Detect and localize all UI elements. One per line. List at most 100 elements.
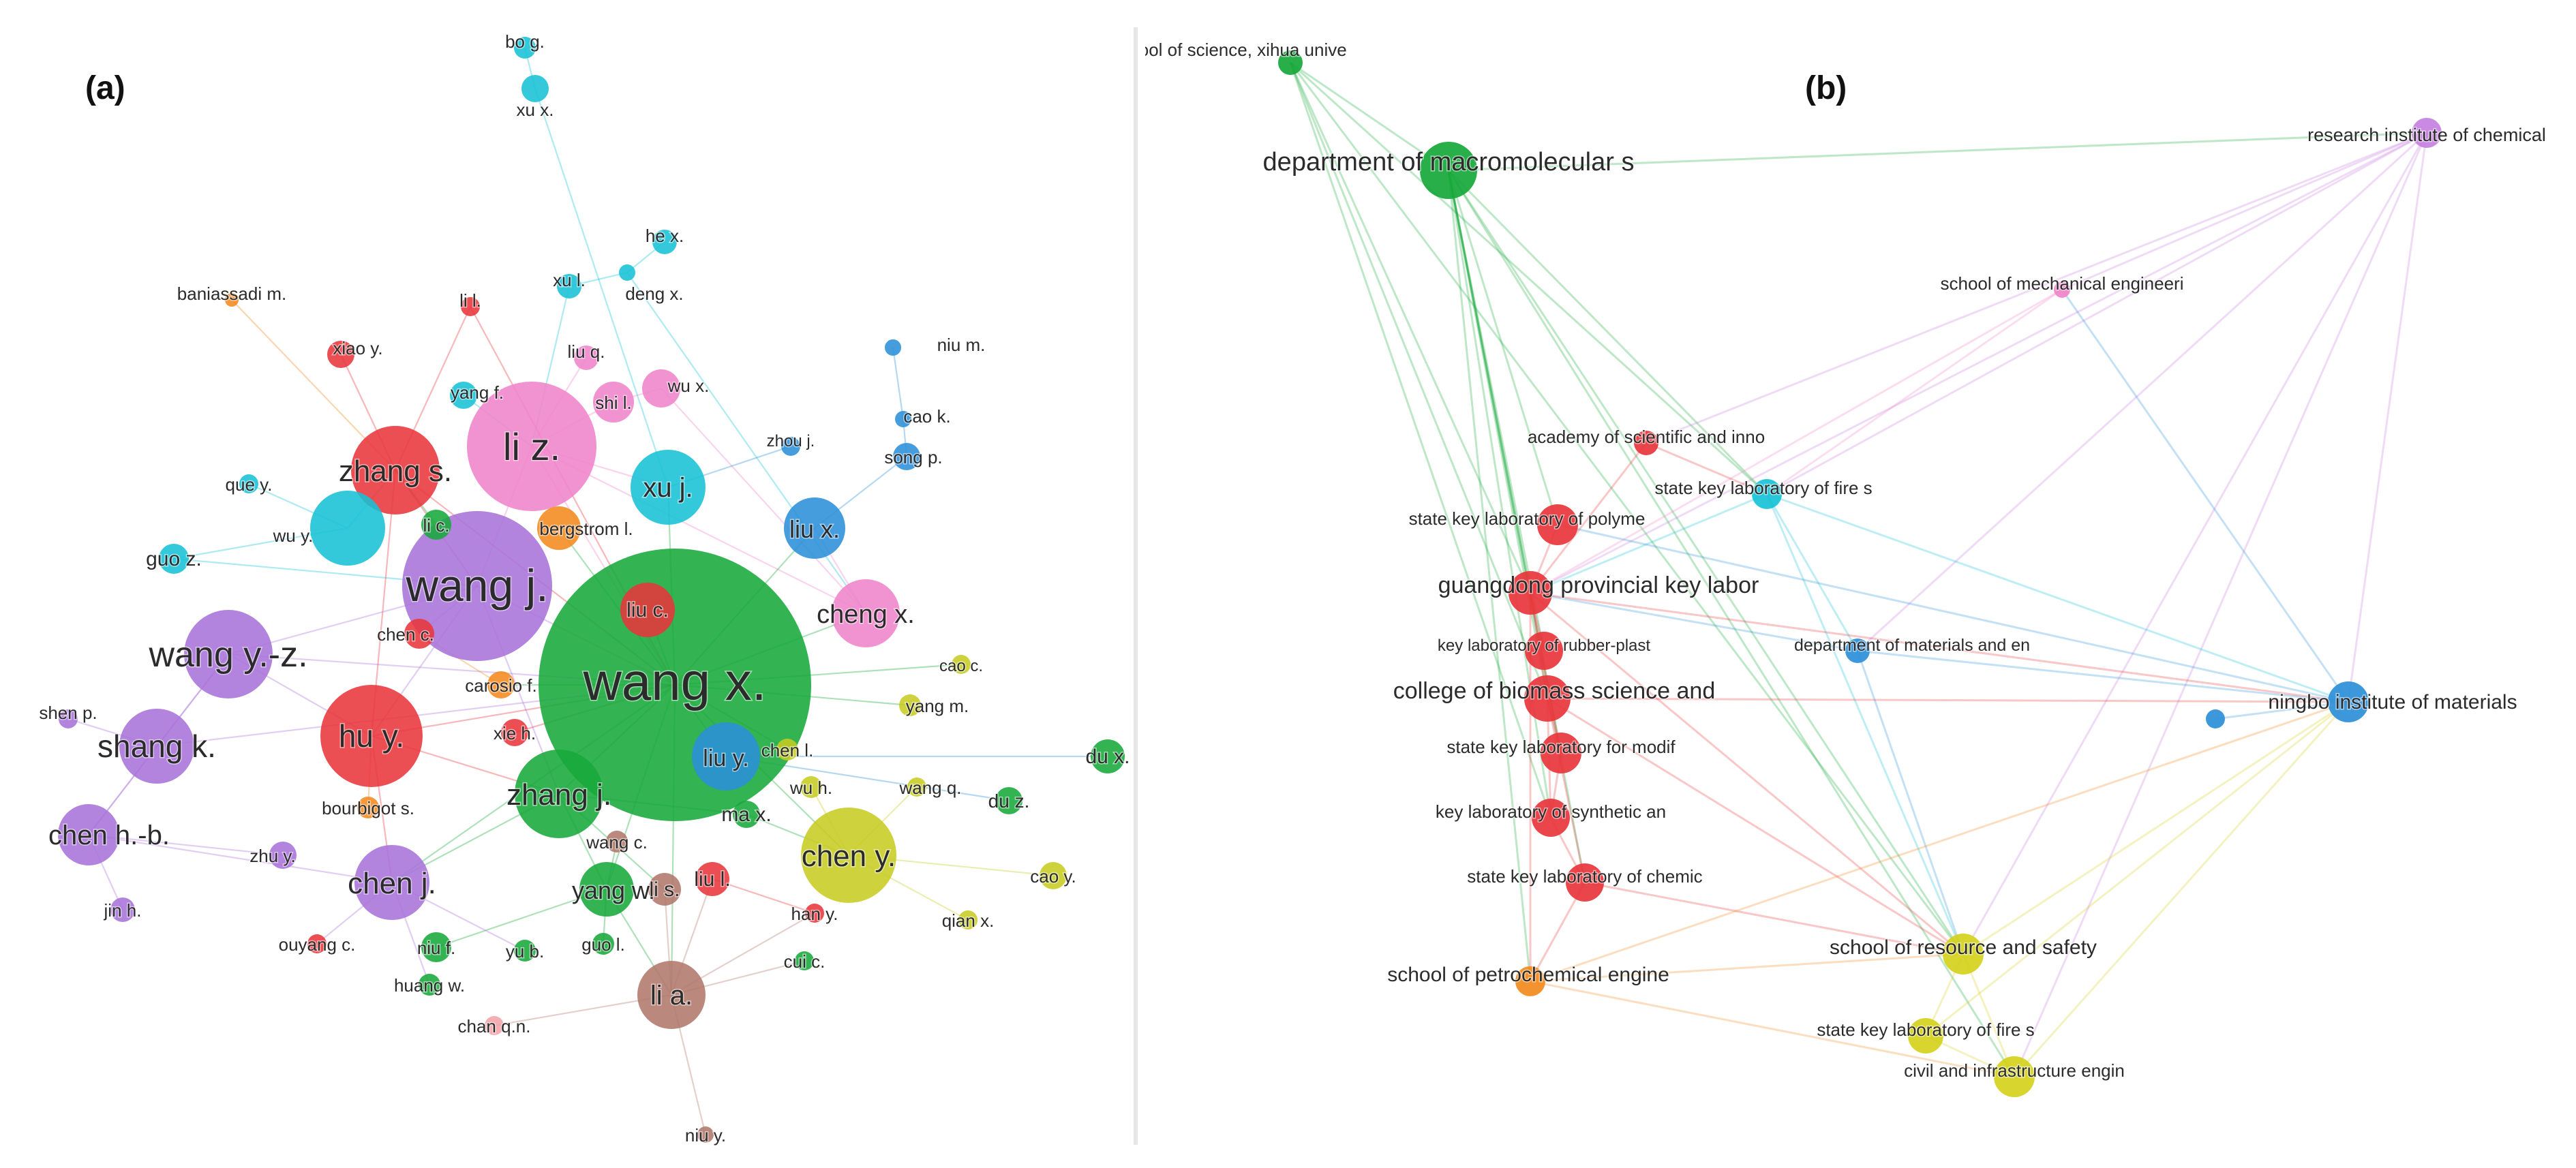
edge-chemic-resource: [1584, 881, 1964, 955]
node-que-y[interactable]: [239, 474, 258, 493]
node-mat[interactable]: [1845, 639, 1870, 663]
node-mech[interactable]: [2054, 281, 2070, 298]
node-synth[interactable]: [1532, 799, 1570, 837]
node-wu-h[interactable]: [800, 776, 822, 798]
node-liu-y[interactable]: [692, 722, 760, 790]
node-zhang-s[interactable]: [351, 426, 440, 514]
node-chen-y[interactable]: [801, 808, 896, 903]
node-chen-j[interactable]: [354, 845, 429, 920]
node-cao-c[interactable]: [952, 655, 971, 674]
node-chen-h-b[interactable]: [58, 804, 119, 865]
node-yang-m[interactable]: [899, 694, 921, 716]
node-cheng-x[interactable]: [832, 579, 900, 647]
node-resource[interactable]: [1943, 934, 1984, 974]
node-zhang-j[interactable]: [515, 750, 603, 838]
node-niu-m[interactable]: [885, 339, 901, 356]
node-yang-w[interactable]: [579, 862, 634, 917]
node-petro[interactable]: [1515, 966, 1545, 996]
node-label-wang-q: wang q.: [898, 778, 961, 798]
node-he-x[interactable]: [652, 230, 677, 254]
node-guo-z[interactable]: [159, 544, 189, 574]
node-li-z[interactable]: [467, 382, 596, 511]
node-cao-y[interactable]: [1040, 862, 1067, 889]
node-wang-q[interactable]: [907, 778, 926, 797]
node-han-y[interactable]: [805, 904, 824, 923]
node-li-c[interactable]: [421, 510, 451, 540]
node-deng-x[interactable]: [619, 264, 635, 281]
node-xu-j[interactable]: [631, 450, 706, 525]
node-liu-q[interactable]: [574, 345, 598, 370]
node-bo-g[interactable]: [514, 37, 536, 59]
node-zhu-y[interactable]: [269, 842, 297, 869]
node-liu-x[interactable]: [784, 497, 845, 559]
panel-label-b: (b): [1805, 70, 1847, 106]
node-modif[interactable]: [1541, 733, 1581, 773]
node-hu-y[interactable]: [320, 685, 423, 787]
node-acad[interactable]: [1634, 431, 1658, 455]
edge-mech-guang: [1530, 288, 2063, 594]
node-li-s[interactable]: [648, 873, 681, 906]
node-rubber[interactable]: [1525, 632, 1563, 670]
node-xie-h[interactable]: [501, 719, 528, 746]
node-qian-x[interactable]: [958, 910, 978, 929]
node-du-x[interactable]: [1091, 739, 1125, 773]
node-label-qian-x: qian x.: [942, 910, 995, 931]
node-biomass[interactable]: [1524, 675, 1571, 722]
node-song-p[interactable]: [893, 443, 920, 470]
node-label-rubber: key laboratory of rubber-plast: [1438, 636, 1650, 655]
node-niu-f[interactable]: [421, 932, 451, 962]
node-yang-f[interactable]: [450, 382, 477, 409]
edge-ric-mech: [2061, 132, 2427, 291]
node-label-chemic: state key laboratory of chemic: [1467, 866, 1702, 887]
node-ma-x[interactable]: [733, 801, 760, 828]
node-fire2[interactable]: [1908, 1018, 1943, 1054]
node-liu-c[interactable]: [620, 583, 675, 637]
node-ric[interactable]: [2412, 118, 2442, 148]
node-yu-b[interactable]: [514, 940, 536, 962]
node-sci[interactable]: [1278, 50, 1303, 75]
node-chen-l[interactable]: [776, 739, 798, 760]
node-label-li-s: li s.: [650, 878, 680, 901]
node-wu-y[interactable]: [310, 491, 385, 566]
node-guang[interactable]: [1509, 571, 1552, 615]
node-polyme[interactable]: [1537, 504, 1578, 545]
edge-sci-resource: [1289, 62, 1965, 955]
node-bergstrom-l[interactable]: [537, 506, 581, 550]
edge-ningbo-mech: [2061, 289, 2350, 703]
node-jin-h[interactable]: [110, 897, 135, 922]
node-label-cao-k: cao k.: [903, 406, 950, 427]
node-chemic[interactable]: [1566, 863, 1604, 902]
node-shang-k[interactable]: [119, 709, 194, 784]
node-wu-x[interactable]: [642, 369, 680, 408]
node-li-a[interactable]: [637, 961, 706, 1029]
node-cao-k[interactable]: [895, 411, 911, 427]
node-huang-w[interactable]: [419, 974, 440, 996]
node-macro[interactable]: [1420, 142, 1477, 199]
node-xu-x[interactable]: [521, 75, 549, 102]
node-xu-l[interactable]: [557, 274, 581, 298]
node-fire1[interactable]: [1752, 479, 1782, 509]
node-wang-y-z[interactable]: [184, 610, 273, 698]
node-cui-c[interactable]: [795, 951, 814, 970]
node-chen-c[interactable]: [404, 619, 434, 649]
edge-niu-m-cao-k: [892, 347, 905, 420]
node-carosio-f[interactable]: [487, 671, 515, 698]
node-shi-l[interactable]: [593, 382, 634, 422]
node-xiao-y[interactable]: [327, 341, 354, 368]
node-ningbo[interactable]: [2328, 681, 2369, 722]
node-wang-j[interactable]: [402, 511, 552, 661]
node-chan-q-n[interactable]: [485, 1016, 504, 1035]
node-civil[interactable]: [1994, 1056, 2035, 1097]
node-bourbigot-s[interactable]: [357, 797, 379, 818]
node-guo-l[interactable]: [592, 933, 614, 955]
node-liu-l[interactable]: [695, 862, 729, 896]
node-zhou-j[interactable]: [781, 437, 800, 456]
node-b-lone[interactable]: [2206, 709, 2225, 728]
node-shen-p[interactable]: [59, 709, 78, 728]
node-wang-c[interactable]: [606, 831, 628, 852]
node-niu-y[interactable]: [697, 1126, 714, 1143]
node-baniassadi-m[interactable]: [225, 293, 239, 307]
node-du-z[interactable]: [995, 787, 1022, 814]
node-ouyang-c[interactable]: [307, 934, 327, 953]
node-li-l[interactable]: [461, 297, 480, 316]
